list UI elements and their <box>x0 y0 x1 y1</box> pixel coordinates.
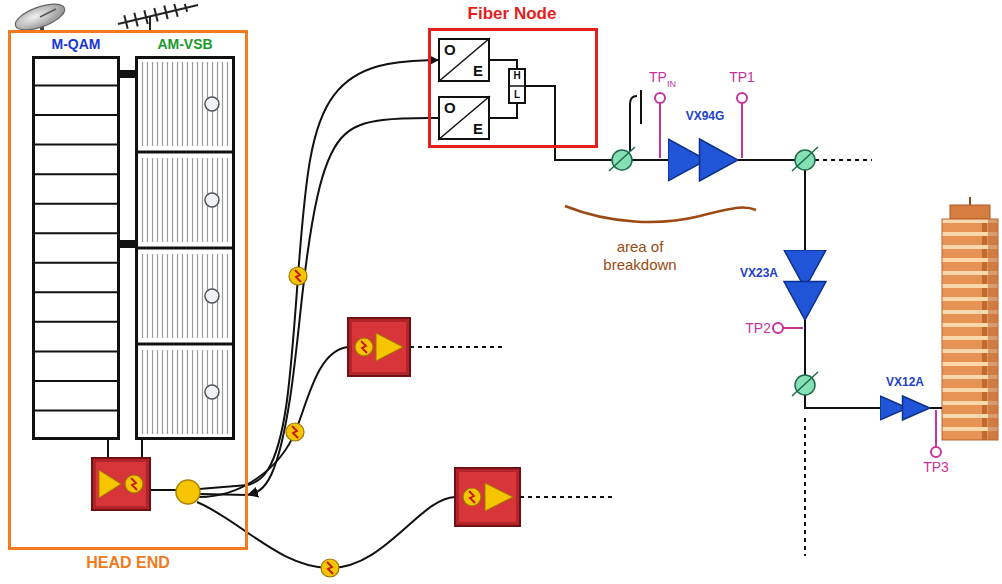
port-letter: L <box>514 90 520 100</box>
coax-continuation <box>805 160 872 556</box>
amplifier-label: VX23A <box>740 267 778 279</box>
optical-transmitter <box>92 458 150 510</box>
amplifier: VX12A <box>880 395 930 421</box>
coax-tap <box>609 147 635 171</box>
equipment-rack: M-QAM <box>32 56 120 440</box>
test-point-label: TP2 <box>745 321 771 335</box>
port-letter: E <box>473 121 483 136</box>
port-letter: E <box>473 63 483 78</box>
test-point-label: TP <box>649 70 667 84</box>
port-letter: H <box>513 71 520 81</box>
oe-converter: OE <box>438 38 490 82</box>
fiber-line <box>197 497 455 568</box>
amplifier-label: VX12A <box>886 376 924 388</box>
port-letter: E <box>473 121 483 136</box>
amplifier-symbol <box>668 138 738 182</box>
yagi-antenna <box>118 4 198 31</box>
coax-cable <box>805 320 880 408</box>
diplex-filter: HL <box>508 68 526 104</box>
optical-receiver <box>348 318 410 376</box>
rack-grille <box>135 62 235 434</box>
annotation: area of breakdown <box>588 238 692 274</box>
oe-converter: OE <box>438 96 490 140</box>
optical-receiver <box>455 468 520 526</box>
rack-link <box>120 240 135 248</box>
section-heading: HEAD END <box>86 555 170 571</box>
amplifier: VX23A <box>783 250 827 320</box>
port-letter: O <box>444 42 456 57</box>
apartment-building <box>942 197 998 440</box>
rack-label: AM-VSB <box>157 37 212 51</box>
test-point <box>655 93 941 457</box>
amplifier-label: VX12A <box>886 376 924 388</box>
port-letter: O <box>444 42 456 57</box>
internal-wire <box>490 60 517 68</box>
port-letter: O <box>444 100 456 115</box>
equipment-rack: AM-VSB <box>135 56 235 440</box>
test-point-label: TP1 <box>729 70 755 84</box>
rack-label: M-QAM <box>52 37 101 51</box>
head-end-box: HEAD ENDM-QAMAM-VSB <box>8 30 248 550</box>
amplifier-label: VX23A <box>740 267 778 279</box>
fiber-marker <box>289 267 307 285</box>
section-heading: HEAD END <box>86 555 170 571</box>
amplifier-symbol <box>880 395 930 421</box>
rack-face <box>32 56 120 440</box>
subscript: IN <box>667 80 676 89</box>
test-point-label: TP3 <box>923 460 949 474</box>
test-point-label: TP3 <box>923 460 949 474</box>
coax-tap <box>792 147 818 171</box>
subscript: IN <box>667 80 676 89</box>
converter-divider <box>438 38 526 140</box>
rack-slots <box>32 86 120 411</box>
amplifier-symbol <box>783 250 827 320</box>
test-point-label: TP1 <box>729 70 755 84</box>
amplifier-label: VX94G <box>686 110 725 122</box>
amplifier: VX94G <box>668 138 738 182</box>
port-letter: H <box>513 71 520 81</box>
fiber-link <box>248 60 438 485</box>
port-letter: L <box>514 90 520 100</box>
rack-label: M-QAM <box>52 37 101 51</box>
port-letter: O <box>444 100 456 115</box>
fiber-marker <box>321 559 339 577</box>
rack-label: AM-VSB <box>157 37 212 51</box>
fiber-line <box>199 347 348 497</box>
box-heading: Fiber Node <box>468 5 557 22</box>
test-point-label: TP <box>649 70 667 84</box>
tap-drop <box>630 90 641 151</box>
fiber-link <box>248 118 438 495</box>
coax-continuation <box>410 347 612 497</box>
fiber-node-box: Fiber NodeOEOEHL <box>428 28 598 148</box>
breakdown-curve <box>565 206 756 222</box>
coax-drop <box>930 407 942 409</box>
box-heading: Fiber Node <box>468 5 557 22</box>
port-letter: E <box>473 63 483 78</box>
annotation: area of breakdown <box>588 238 692 274</box>
rack-link <box>120 70 135 78</box>
test-point-label: TP2 <box>745 321 771 335</box>
internal-wire <box>490 104 517 118</box>
amplifier-label: VX94G <box>686 110 725 122</box>
coax-cable <box>738 160 805 250</box>
optical-splitter <box>176 480 200 504</box>
coax-tap <box>792 372 818 396</box>
fiber-marker <box>286 423 304 441</box>
